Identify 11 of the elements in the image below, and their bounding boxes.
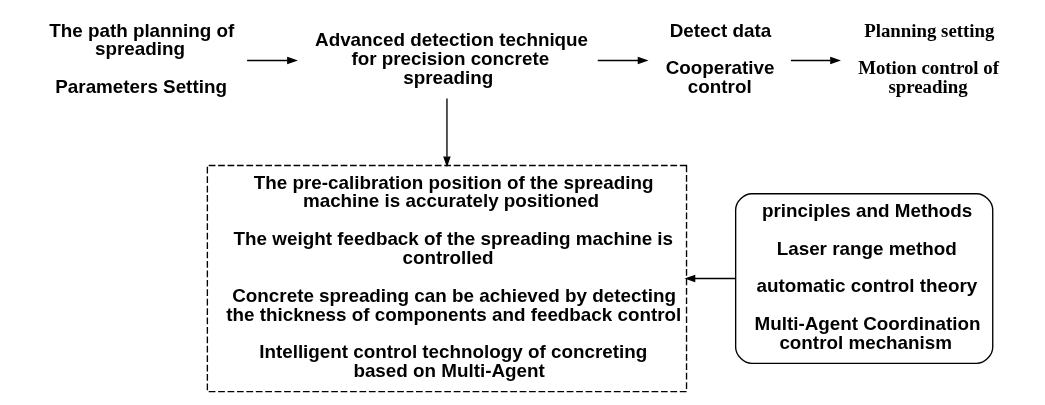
node-box: The pre-calibration position of the spreading machine is accurately positioned The weight feedback of the spreading machine is controlled Concrete spreading can be achieved by detecting the thickness of components and feedback control Intelligent control technology of concreting based on Multi-Agent <box>206 164 687 393</box>
node-text: Advanced detection technique for precision concrete spreading <box>314 28 588 88</box>
arrow <box>596 56 649 65</box>
arrow <box>789 56 841 65</box>
node-text: The path planning of spreading Parameters Setting <box>48 19 234 98</box>
arrow <box>442 97 451 168</box>
node-box: principles and Methods Laser range method automatic control theory Multi-Agent Coordination control mechanism <box>734 193 993 364</box>
arrow <box>245 56 298 65</box>
node-text: Planning setting Motion control of spreading <box>857 19 999 98</box>
node-text: Detect data Cooperative control <box>665 19 774 98</box>
arrow <box>684 274 736 283</box>
